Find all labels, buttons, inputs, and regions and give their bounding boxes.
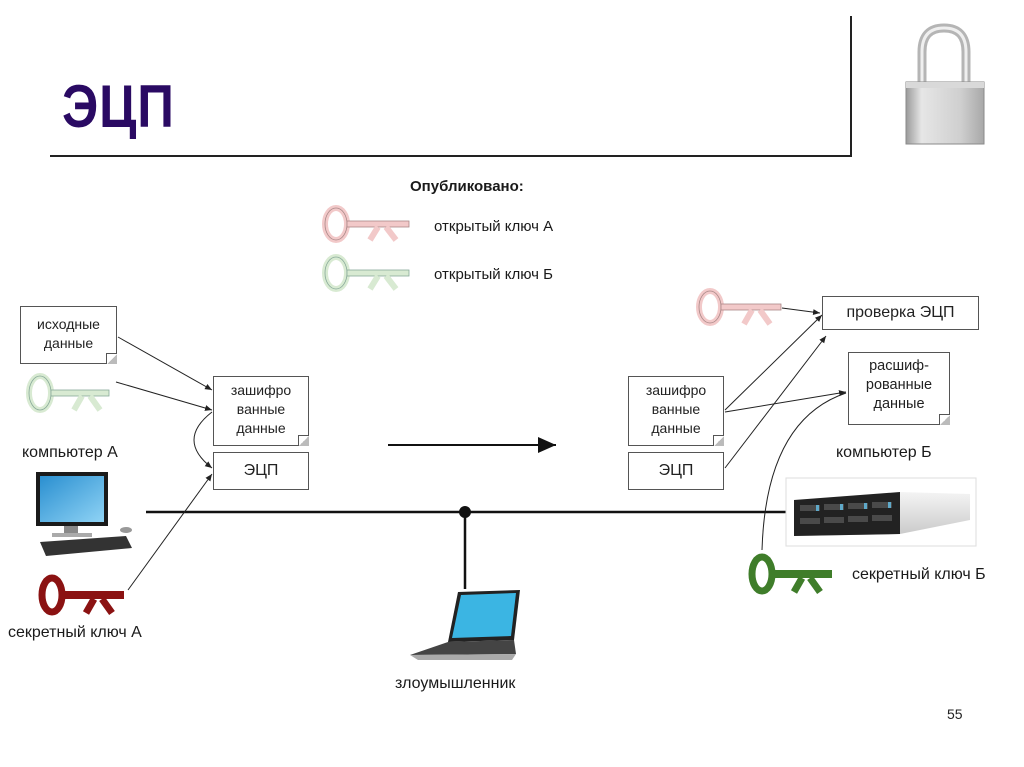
secret-key-b-label: секретный ключ Б bbox=[852, 566, 986, 583]
published-heading: Опубликовано: bbox=[410, 178, 524, 195]
encrypted-data-doc-a: зашифро ванные данные bbox=[213, 376, 309, 446]
desktop-computer-icon bbox=[36, 472, 132, 556]
public-key-a-label: открытый ключ А bbox=[434, 218, 554, 235]
public-key-b-label: открытый ключ Б bbox=[434, 266, 553, 283]
encrypted-data-doc-b: зашифро ванные данные bbox=[628, 376, 724, 446]
decrypted-data-doc: расшиф- рованные данные bbox=[848, 352, 950, 425]
encrypted-doc-line: ванные bbox=[651, 401, 701, 417]
source-data-doc: исходные данные bbox=[20, 306, 117, 364]
secret-key-b-icon bbox=[748, 553, 832, 595]
source-doc-line: данные bbox=[43, 335, 94, 351]
encrypted-doc-line: данные bbox=[236, 420, 286, 436]
decrypted-doc-line: данные bbox=[873, 396, 925, 412]
verify-signature-box: проверка ЭЦП bbox=[822, 296, 979, 330]
secret-key-a-icon bbox=[38, 574, 124, 616]
public-key-a-icon bbox=[322, 205, 410, 243]
key-b-public-at-a-icon bbox=[26, 373, 110, 413]
page-number: 55 bbox=[947, 706, 963, 722]
public-key-a-at-b-icon bbox=[696, 288, 782, 326]
padlock-icon bbox=[905, 23, 985, 145]
computer-b-label: компьютер Б bbox=[836, 444, 932, 461]
encrypted-doc-line: зашифро bbox=[645, 382, 707, 398]
encrypted-doc-line: зашифро bbox=[230, 382, 292, 398]
attacker-label: злоумышленник bbox=[395, 675, 516, 692]
source-doc-line: исходные bbox=[37, 316, 100, 332]
decrypted-doc-line: расшиф- bbox=[869, 358, 929, 374]
page-title: ЭЦП bbox=[62, 73, 175, 140]
title-divider bbox=[50, 155, 852, 157]
laptop-icon bbox=[410, 590, 520, 660]
title-vertical-divider bbox=[850, 16, 852, 157]
signature-box-a: ЭЦП bbox=[213, 452, 309, 490]
computer-a-label: компьютер А bbox=[22, 444, 118, 461]
public-key-b-icon bbox=[322, 254, 410, 292]
encrypted-doc-line: данные bbox=[651, 420, 701, 436]
server-rack-icon bbox=[785, 477, 977, 547]
decrypted-doc-line: рованные bbox=[865, 377, 933, 393]
encrypted-doc-line: ванные bbox=[236, 401, 286, 417]
secret-key-a-label: секретный ключ А bbox=[8, 624, 142, 641]
signature-box-b: ЭЦП bbox=[628, 452, 724, 490]
